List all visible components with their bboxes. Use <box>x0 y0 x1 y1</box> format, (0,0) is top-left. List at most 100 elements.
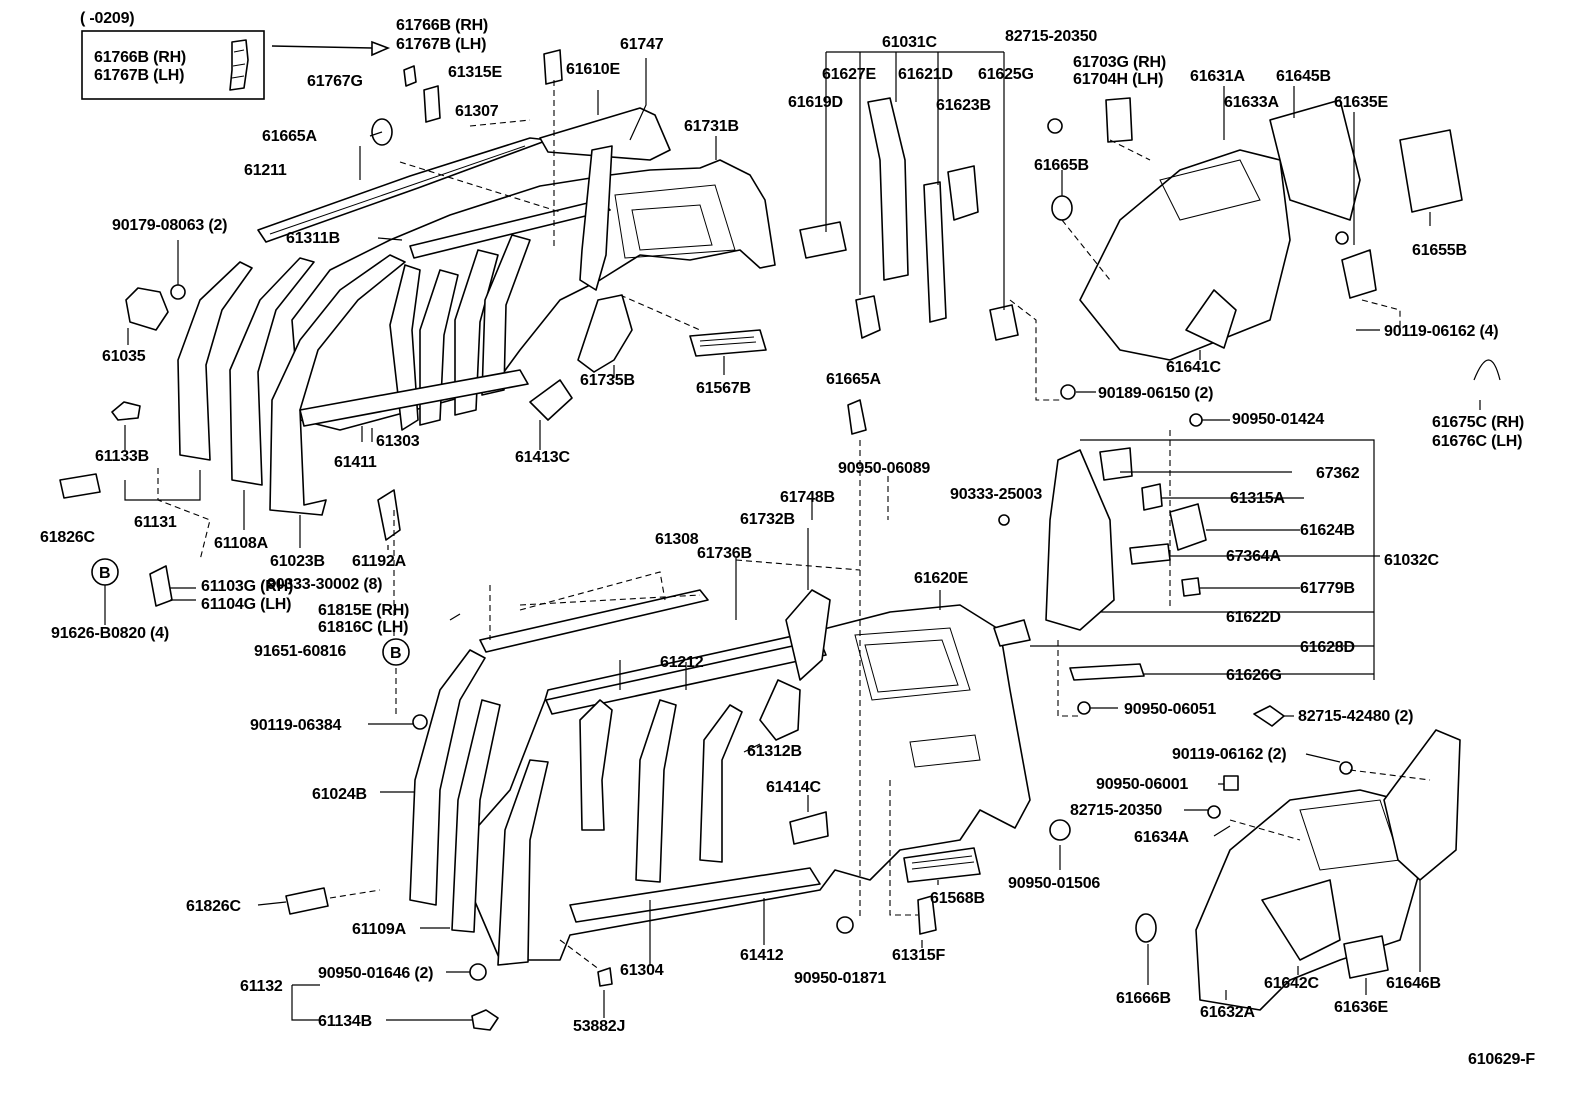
label-61104G: 61104G (LH) <box>201 596 291 613</box>
part-67364A <box>1129 543 1171 565</box>
part-61628D <box>993 619 1031 647</box>
dashed-connectors <box>157 80 1431 971</box>
label-91651: 91651-60816 <box>254 643 346 660</box>
label-61315A: 61315A <box>1230 490 1285 507</box>
bracket-61735B <box>577 294 633 373</box>
bracket-61414C <box>789 811 829 845</box>
front-pillar-61131 <box>177 261 253 461</box>
label-61703G: 61703G (RH) <box>1073 54 1166 71</box>
bolt-90119-06162-top <box>1335 231 1349 245</box>
clip-90950-01506 <box>1049 819 1071 841</box>
clip-82715-20350-top <box>1047 118 1063 134</box>
label-61413C: 61413C <box>515 449 570 466</box>
label-82715-42480: 82715-42480 (2) <box>1298 708 1413 725</box>
inset-label-lh: 61767B (LH) <box>94 67 184 84</box>
circle-b-left-text: B <box>99 565 110 582</box>
clip-90950-01424 <box>1189 413 1203 427</box>
label-61131: 61131 <box>134 514 177 531</box>
part-61626G <box>1069 663 1145 681</box>
label-61031C: 61031C <box>882 34 937 51</box>
cap-53882J <box>597 967 613 987</box>
label-91626: 91626-B0820 (4) <box>51 625 169 642</box>
label-61621D: 61621D <box>898 66 953 83</box>
label-90950-01424: 90950-01424 <box>1232 411 1324 428</box>
label-61826C-bot: 61826C <box>186 898 241 915</box>
wheelhouse-61631A <box>1079 149 1291 361</box>
hinge-61103G <box>149 565 173 607</box>
reference-circle-b-center <box>382 638 410 666</box>
panel-61646B <box>1383 729 1461 881</box>
label-90119-06162-top: 90119-06162 (4) <box>1384 323 1498 340</box>
label-61035: 61035 <box>102 348 146 365</box>
upper-left-body-side-group: B <box>59 49 776 607</box>
pad-61826C-top <box>59 473 101 499</box>
label-61134B: 61134B <box>318 1013 372 1030</box>
label-61735B: 61735B <box>580 372 635 389</box>
bracket-61315E <box>543 49 563 85</box>
inset-date-range: ( -0209) <box>80 10 134 27</box>
label-61311B: 61311B <box>286 230 340 247</box>
label-61568B: 61568B <box>930 890 985 907</box>
clip-90950-06051 <box>1077 701 1091 715</box>
part-67362 <box>1099 447 1133 481</box>
label-61412: 61412 <box>740 947 784 964</box>
label-61626G: 61626G <box>1226 667 1282 684</box>
bottom-right-wheelhouse-group <box>1135 705 1461 1011</box>
leader-lines <box>104 51 1481 1021</box>
label-61815E: 61815E (RH) <box>318 602 409 619</box>
label-61645B: 61645B <box>1276 68 1331 85</box>
roof-reinforcement-61307 <box>409 199 611 259</box>
bracket-61619D <box>799 221 847 259</box>
bracket-61315F <box>917 895 937 935</box>
part-labels: 61766B (RH) 61767B (LH) 61767G 61307 613… <box>40 17 1536 1068</box>
label-61315F: 61315F <box>892 947 945 964</box>
label-61704H: 61704H (LH) <box>1073 71 1163 88</box>
label-61779B: 61779B <box>1300 580 1355 597</box>
clip-90333-25003 <box>998 514 1010 526</box>
part-61315A <box>1141 483 1163 511</box>
label-61211: 61211 <box>244 162 287 179</box>
label-61627E: 61627E <box>822 66 876 83</box>
hinge-61767G <box>403 65 417 87</box>
bracket-61635E <box>1341 249 1377 299</box>
label-61411: 61411 <box>334 454 377 471</box>
label-61622D: 61622D <box>1226 609 1281 626</box>
label-90950-01506: 90950-01506 <box>1008 875 1100 892</box>
label-61635E: 61635E <box>1334 94 1388 111</box>
front-pillar-61108A <box>229 257 315 486</box>
label-82715-20350-bot: 82715-20350 <box>1070 802 1162 819</box>
plug-61665B <box>1051 195 1073 221</box>
label-67362: 67362 <box>1316 465 1360 482</box>
label-61766B: 61766B (RH) <box>396 17 488 34</box>
label-61620E: 61620E <box>914 570 968 587</box>
bracket-61625G <box>989 304 1019 341</box>
label-90950-06001: 90950-06001 <box>1096 776 1188 793</box>
label-61133B: 61133B <box>95 448 149 465</box>
label-61748B: 61748B <box>780 489 835 506</box>
rocker-panel-61412 <box>569 867 821 923</box>
label-61623B: 61623B <box>936 97 991 114</box>
bracket-61035 <box>125 287 169 331</box>
bracket-61312B <box>759 679 801 741</box>
label-61636E: 61636E <box>1334 999 1388 1016</box>
label-90950-06089: 90950-06089 <box>838 460 930 477</box>
front-pillar-61109A <box>451 699 501 933</box>
label-61633A: 61633A <box>1224 94 1279 111</box>
panel-61642C <box>1261 879 1341 961</box>
label-61308: 61308 <box>655 531 699 548</box>
label-61665A-top: 61665A <box>262 128 317 145</box>
label-61212: 61212 <box>660 654 704 671</box>
label-61312B: 61312B <box>747 743 802 760</box>
label-61665A-mid: 61665A <box>826 371 881 388</box>
label-61103G: 61103G (RH) <box>201 578 293 595</box>
label-90950-06051: 90950-06051 <box>1124 701 1216 718</box>
label-61732B: 61732B <box>740 511 795 528</box>
front-pillar-61024B <box>409 649 486 906</box>
upper-right-inner-panels-group <box>799 97 1501 427</box>
label-61032C: 61032C <box>1384 552 1439 569</box>
label-61024B: 61024B <box>312 786 367 803</box>
label-90189: 90189-06150 (2) <box>1098 385 1213 402</box>
label-53882J: 53882J <box>573 1018 625 1035</box>
label-61303: 61303 <box>376 433 420 450</box>
